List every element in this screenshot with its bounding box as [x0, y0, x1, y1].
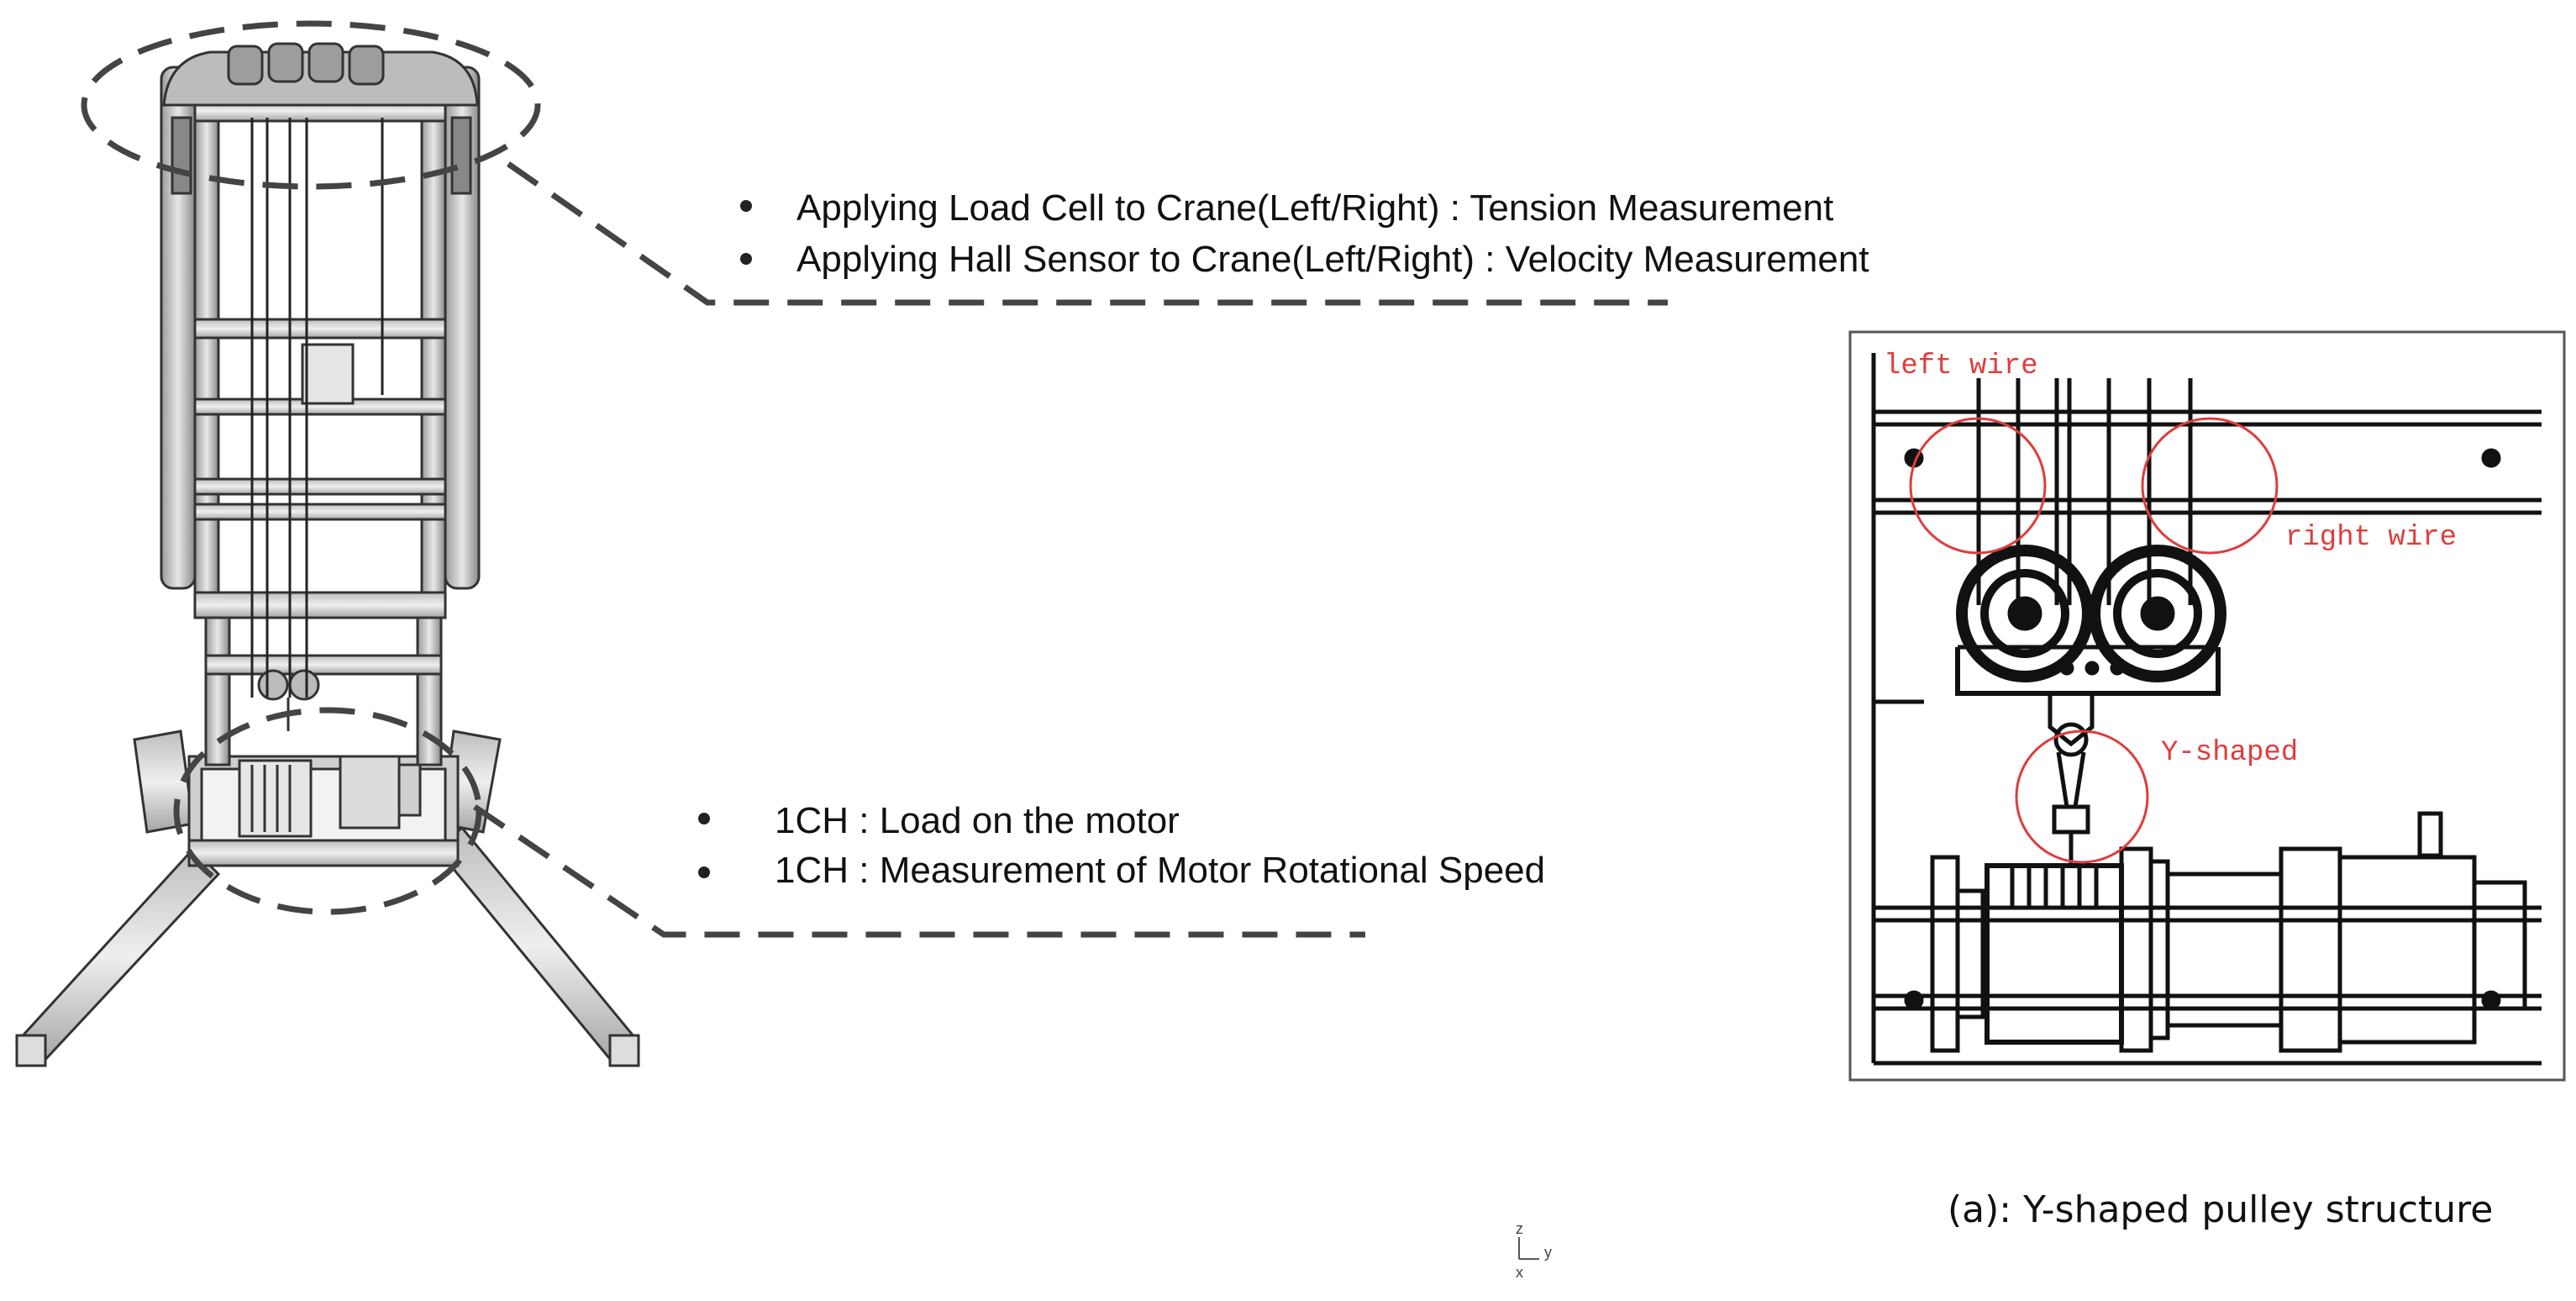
- callout-top-text: Applying Load Cell to Crane(Left/Right) …: [740, 187, 1869, 280]
- bottom-leader-line: [473, 804, 1365, 938]
- inset-drawing: [1871, 353, 2542, 1066]
- y-shaped-label: Y-shaped: [2161, 737, 2298, 769]
- main-frame: [160, 66, 481, 619]
- right-wire-circle: [2141, 417, 2279, 555]
- top-bullet-2: Applying Hall Sensor to Crane(Left/Right…: [796, 239, 1869, 280]
- wires: [250, 118, 384, 698]
- inset-highlights: [1909, 417, 2279, 864]
- axis-x-label: x: [1516, 1264, 1523, 1281]
- figure-caption: (a): Y-shaped pulley structure: [1948, 1188, 2493, 1231]
- inset-panel: left wire right wire Y-shaped: [1848, 330, 2566, 1082]
- bottom-bullet-2: 1CH : Measurement of Motor Rotational Sp…: [775, 850, 1545, 891]
- lower-uprights: [204, 603, 443, 766]
- top-leader-line: [507, 161, 1668, 306]
- callout-top-marker: [81, 20, 1668, 306]
- bottom-bullet-1: 1CH : Load on the motor: [775, 800, 1180, 841]
- axis-y-label: y: [1544, 1244, 1552, 1261]
- right-wire-label: right wire: [2285, 522, 2457, 554]
- bullet-dot: [698, 813, 710, 824]
- callout-bottom-marker: [173, 707, 1365, 938]
- crane-drawing: [14, 42, 641, 1067]
- top-bullet-1: Applying Load Cell to Crane(Left/Right) …: [796, 187, 1833, 229]
- left-wire-circle: [1909, 417, 2047, 555]
- winch-motor: [238, 755, 422, 838]
- y-shaped-circle: [2015, 730, 2149, 864]
- top-highlight-ellipse: [81, 20, 541, 190]
- bullet-dot: [740, 200, 752, 212]
- axis-z-label: z: [1516, 1220, 1523, 1237]
- inset-frame: [1848, 330, 2566, 1082]
- left-wire-label: left wire: [1884, 350, 2038, 382]
- bullet-dot: [740, 253, 752, 265]
- callout-bottom-text: 1CH : Load on the motor 1CH : Measuremen…: [698, 800, 1545, 891]
- axes-triad-icon: z y x: [1516, 1220, 1552, 1281]
- bullet-dot: [698, 866, 710, 878]
- top-sheaves: [162, 42, 479, 195]
